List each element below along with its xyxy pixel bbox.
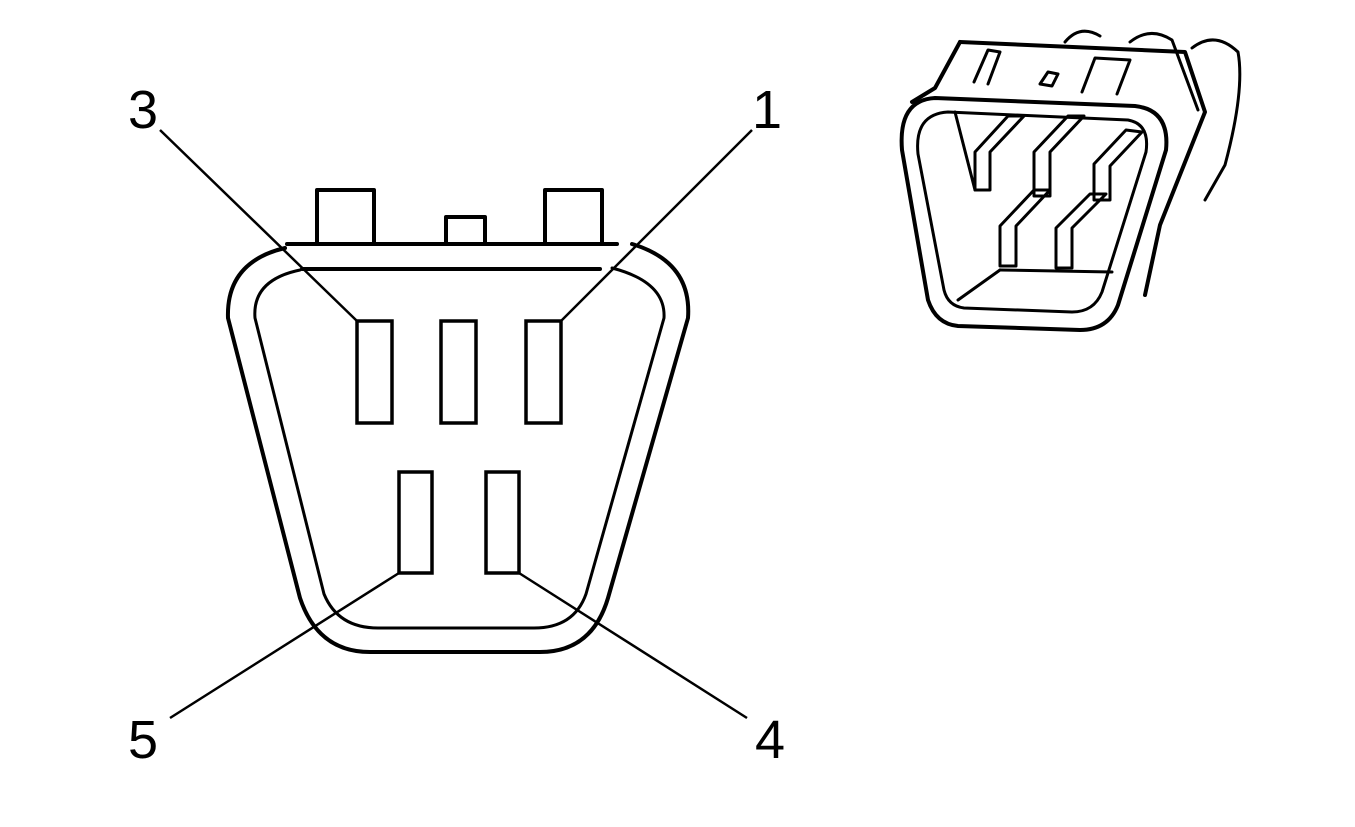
leader-line-pin-3 xyxy=(159,129,358,322)
connector-housing-outer xyxy=(225,242,691,654)
leader-line-pin-5 xyxy=(169,571,400,720)
connector-housing-inner xyxy=(253,266,666,630)
terminal-pin-1 xyxy=(524,319,563,425)
connector-isometric-view xyxy=(899,29,1242,332)
connector-face-view: 3 1 5 4 xyxy=(128,80,785,770)
isometric-face-outer xyxy=(899,96,1169,332)
pin-label-4: 4 xyxy=(755,710,785,770)
pin-label-3: 3 xyxy=(128,80,158,140)
terminal-pin-2 xyxy=(439,319,478,425)
latch-tabs xyxy=(285,188,619,271)
isometric-terminals xyxy=(973,114,1144,270)
leader-lines xyxy=(159,129,753,720)
pin-label-5: 5 xyxy=(128,710,158,770)
leader-line-pin-1 xyxy=(560,129,753,322)
pin-label-1: 1 xyxy=(752,80,782,140)
leader-line-pin-4 xyxy=(518,571,748,720)
terminal-cavities xyxy=(355,319,563,575)
terminal-pin-3 xyxy=(355,319,394,425)
terminal-pin-5 xyxy=(397,470,434,575)
terminal-pin-4 xyxy=(484,470,521,575)
